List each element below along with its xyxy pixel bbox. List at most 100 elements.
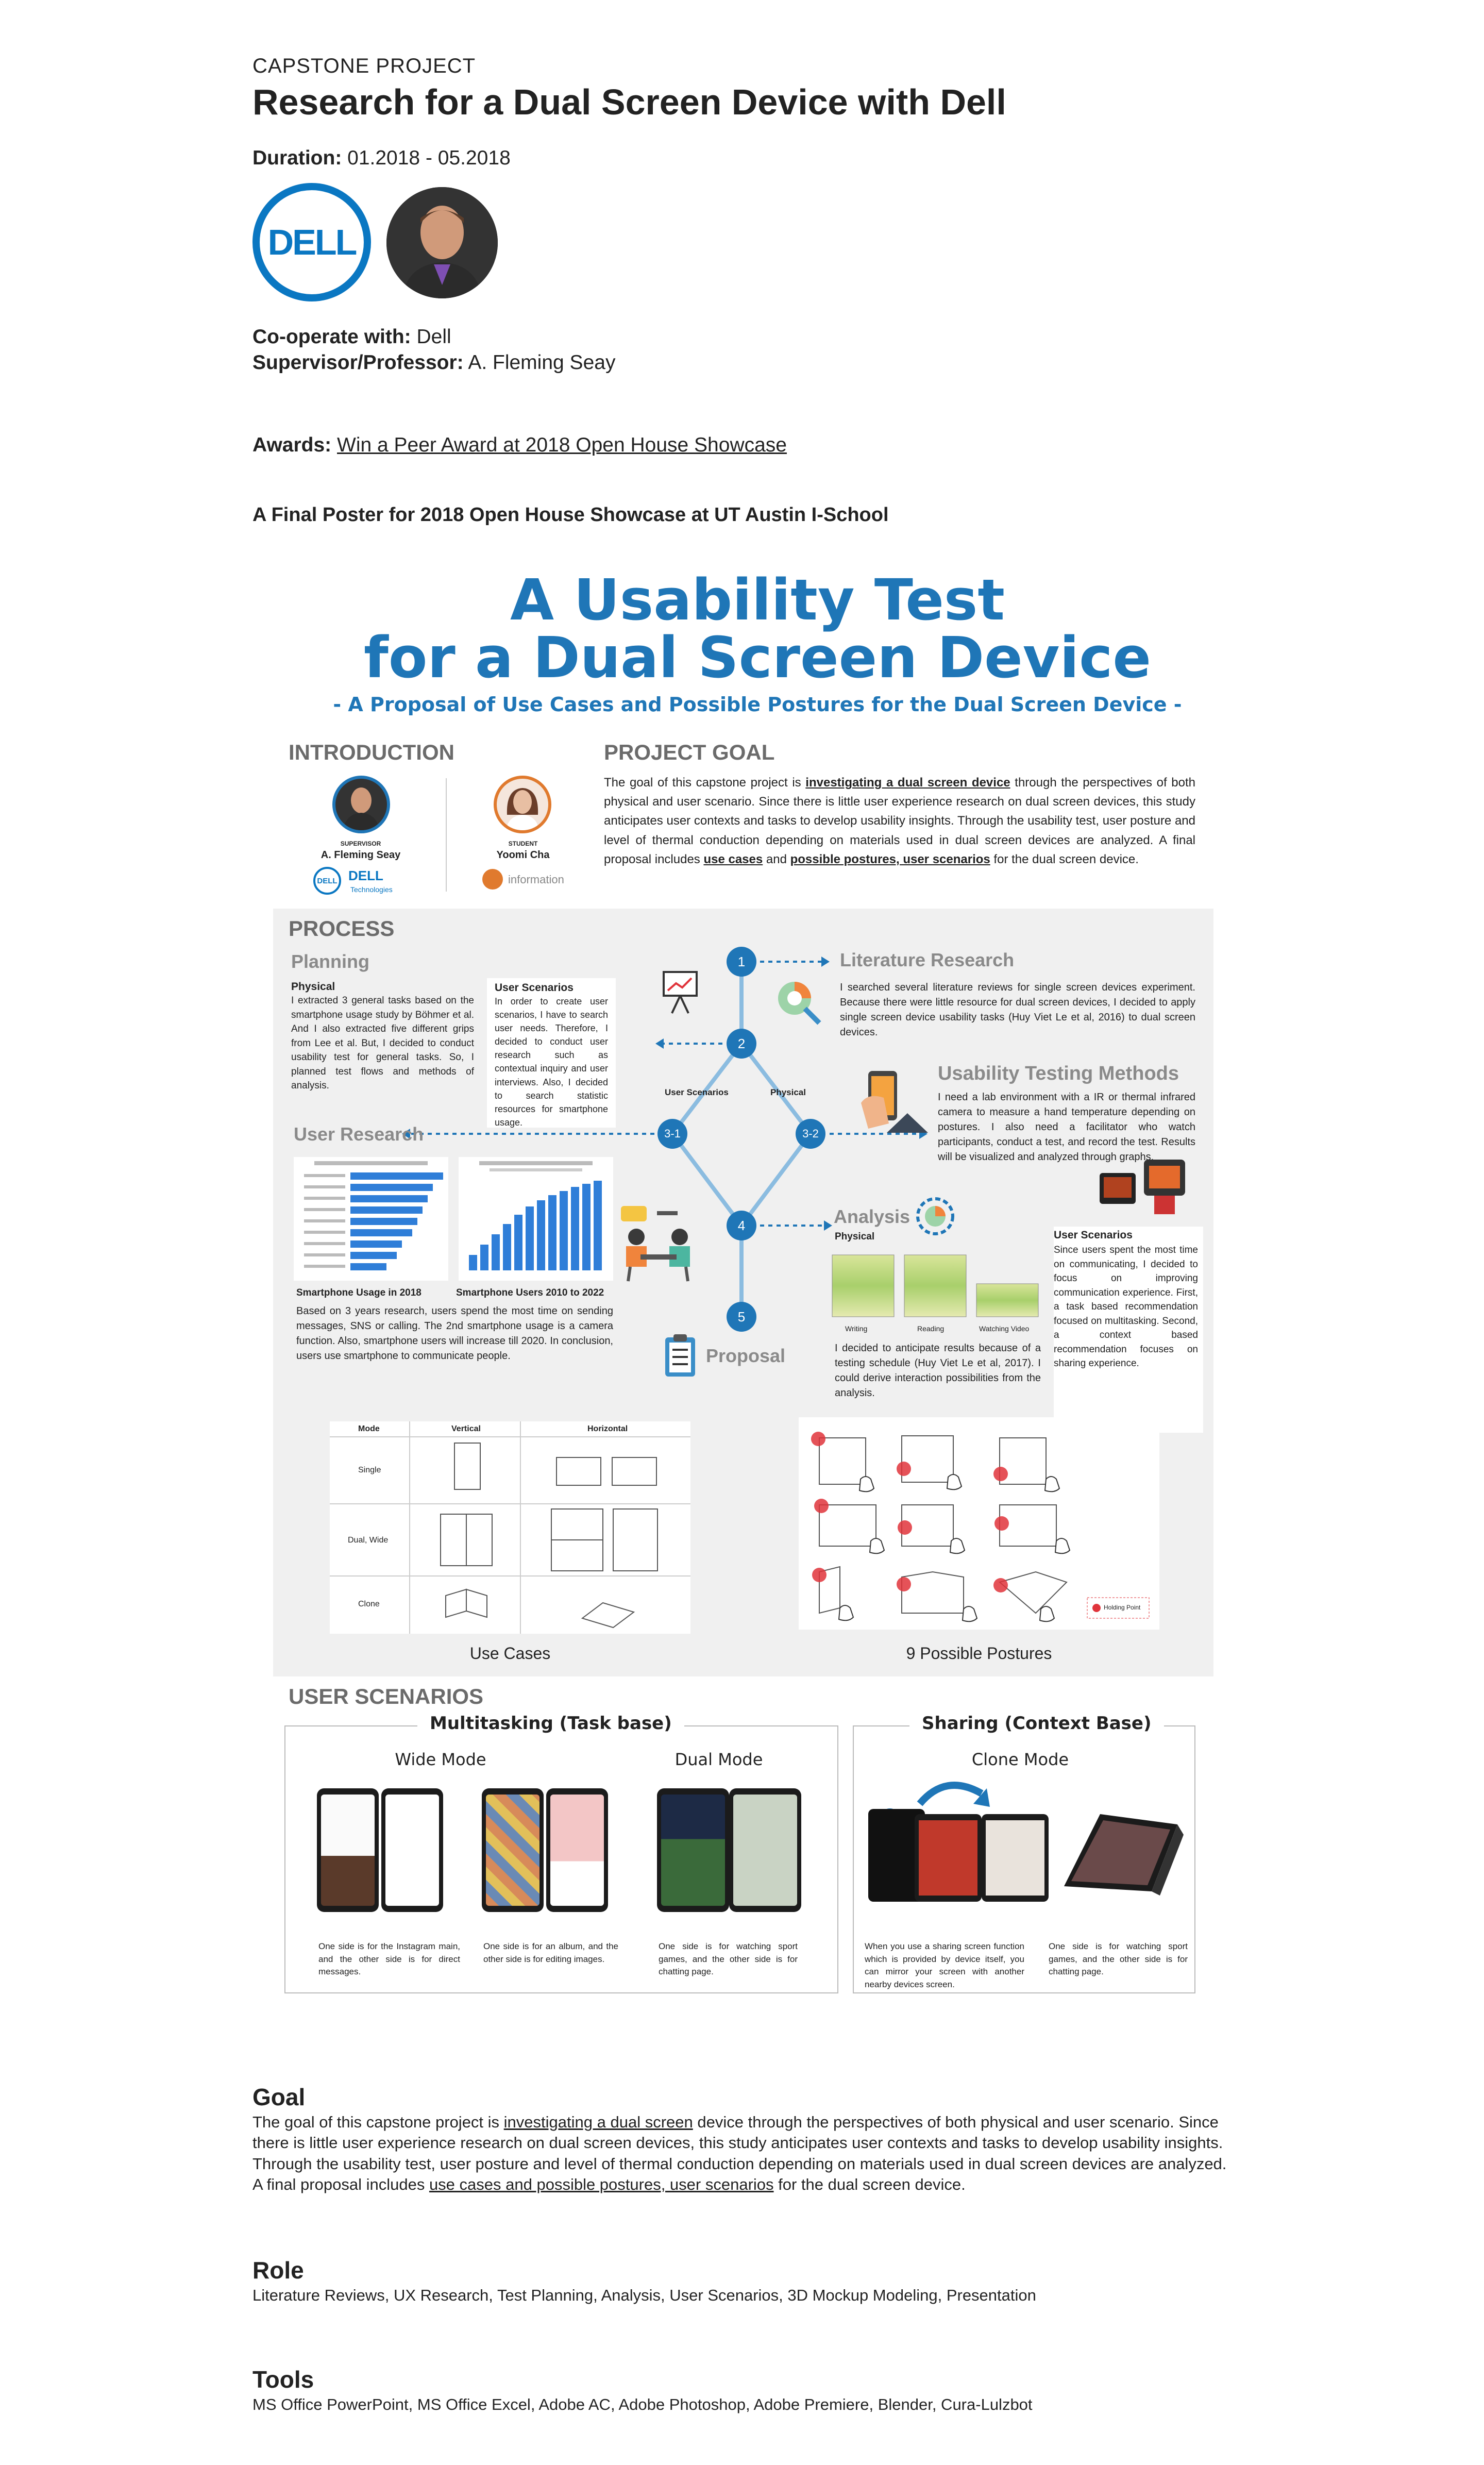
chart2-title: Smartphone Users 2010 to 2022 xyxy=(456,1287,604,1298)
tools-section-heading: Tools xyxy=(252,2366,314,2393)
role-section-text: Literature Reviews, UX Research, Test Pl… xyxy=(252,2286,1036,2304)
analysis-heading: Analysis xyxy=(834,1206,910,1227)
intro-dell-logo: DELL xyxy=(313,867,341,895)
multitasking-heading: Multitasking (Task base) xyxy=(417,1713,684,1734)
poster-title-2: for a Dual Screen Device xyxy=(364,625,1151,691)
flow-node-1: 1 xyxy=(727,947,756,977)
magnifier-chart-icon xyxy=(778,982,821,1025)
intro-supervisor-name: A. Fleming Seay xyxy=(321,849,401,861)
heat-label-reading: Reading xyxy=(917,1324,945,1333)
awards-link[interactable]: Win a Peer Award at 2018 Open House Show… xyxy=(337,434,787,456)
table-row-single: Single xyxy=(358,1466,381,1474)
heat-label-video: Watching Video xyxy=(979,1324,1030,1333)
planning-heading: Planning xyxy=(291,951,369,972)
awards: Awards: Win a Peer Award at 2018 Open Ho… xyxy=(252,434,787,456)
goal-section-heading: Goal xyxy=(252,2084,306,2110)
flow-node-5: 5 xyxy=(727,1302,756,1332)
goal-heading: PROJECT GOAL xyxy=(604,740,775,764)
phone-album-right xyxy=(546,1788,608,1912)
scenario-heading: User Scenarios xyxy=(495,982,574,994)
branch-physical: Physical xyxy=(770,1087,806,1097)
caption-album: One side is for an album, and the other … xyxy=(483,1941,618,1964)
goal-section-text: The goal of this capstone project is inv… xyxy=(252,2113,1227,2193)
use-cases-caption: Use Cases xyxy=(469,1644,551,1663)
intro-student-role: STUDENT xyxy=(508,840,538,847)
presentation-easel-icon xyxy=(663,971,698,1014)
supervisor-avatar xyxy=(386,187,498,298)
analysis-scenario-text: Since users spent the most time on commu… xyxy=(1054,1245,1198,1369)
intro-school: information xyxy=(508,873,564,886)
phone-chat-right xyxy=(729,1788,801,1912)
postures-grid: Holding Point xyxy=(799,1417,1159,1630)
scenarios-heading: USER SCENARIOS xyxy=(289,1684,484,1708)
utm-heading: Usability Testing Methods xyxy=(938,1063,1179,1084)
branch-user-scenarios: User Scenarios xyxy=(665,1087,729,1097)
phone-sport-left xyxy=(657,1788,729,1912)
literature-heading: Literature Research xyxy=(840,949,1015,970)
caption-sharing: When you use a sharing screen function w… xyxy=(865,1941,1024,1989)
analysis-scenario-heading: User Scenarios xyxy=(1054,1229,1133,1241)
intro-heading: INTRODUCTION xyxy=(289,740,454,764)
table-col-horizontal: Horizontal xyxy=(587,1424,628,1433)
clone-mode-label: Clone Mode xyxy=(971,1750,1069,1769)
analysis-physical-heading: Physical xyxy=(835,1231,875,1242)
sharing-heading: Sharing (Context Base) xyxy=(909,1713,1164,1734)
postures-caption: 9 Possible Postures xyxy=(906,1644,1052,1663)
physical-heading: Physical xyxy=(291,981,335,993)
school-seal-icon xyxy=(482,869,503,890)
chart1-title: Smartphone Usage in 2018 xyxy=(296,1287,421,1298)
sharing-phones-illustration xyxy=(868,1782,1049,1902)
use-cases-table: Mode Vertical Horizontal Single Dual, Wi… xyxy=(330,1421,690,1634)
intro-student-name: Yoomi Cha xyxy=(496,849,550,861)
postures-legend: Holding Point xyxy=(1104,1604,1141,1611)
goal-text: The goal of this capstone project is inv… xyxy=(604,776,1196,866)
heatmap-group xyxy=(827,1250,1049,1332)
role-section-heading: Role xyxy=(252,2257,304,2284)
clipboard-icon xyxy=(665,1334,695,1377)
physical-text: I extracted 3 general tasks based on the… xyxy=(291,995,474,1092)
chart-usage-2018 xyxy=(294,1157,448,1281)
caption-sport: One side is for watching sport games, an… xyxy=(659,1941,798,1977)
poster-title-1: A Usability Test xyxy=(510,567,1005,633)
meeting-people-icon xyxy=(621,1206,690,1282)
table-col-vertical: Vertical xyxy=(451,1424,481,1433)
flow-node-2: 2 xyxy=(727,1029,756,1059)
chart-users-2010-2022 xyxy=(459,1157,613,1281)
poster-subtitle: - A Proposal of Use Cases and Possible P… xyxy=(333,693,1182,716)
dual-mode-label: Dual Mode xyxy=(674,1750,763,1769)
flow-node-4: 4 xyxy=(727,1211,756,1240)
dell-logo: DELL xyxy=(252,183,371,301)
heat-label-writing: Writing xyxy=(845,1324,868,1333)
phone-album-left xyxy=(482,1788,544,1912)
intro-divider xyxy=(446,778,447,892)
cooperate: Co-operate with: Dell xyxy=(252,326,451,348)
scenario-card xyxy=(487,978,616,1128)
process-heading: PROCESS xyxy=(289,916,395,941)
user-research-text: Based on 3 years research, users spend t… xyxy=(296,1305,613,1362)
analysis-text: I decided to anticipate results because … xyxy=(835,1343,1041,1399)
proposal-heading: Proposal xyxy=(706,1345,786,1366)
duration: Duration: 01.2018 - 05.2018 xyxy=(252,147,511,169)
poster-heading: A Final Poster for 2018 Open House Showc… xyxy=(252,504,889,526)
scenario-text: In order to create user scenarios, I hav… xyxy=(495,996,608,1128)
page-kicker: CAPSTONE PROJECT xyxy=(252,55,476,77)
utm-text: I need a lab environment with a IR or th… xyxy=(938,1092,1195,1163)
user-research-heading: User Research xyxy=(294,1123,424,1145)
intro-student-photo xyxy=(494,776,551,833)
tent-device-illustration xyxy=(1064,1814,1184,1896)
wide-mode-label: Wide Mode xyxy=(395,1750,486,1769)
intro-dell-tech: Technologies xyxy=(350,885,393,894)
caption-tent: One side is for watching sport games, an… xyxy=(1049,1941,1188,1977)
page-title: Research for a Dual Screen Device with D… xyxy=(252,82,1006,122)
flow-node-3-1: 3-1 xyxy=(657,1119,687,1149)
phone-instagram-left xyxy=(317,1788,379,1912)
table-row-clone: Clone xyxy=(358,1600,380,1608)
thermal-camera-icon xyxy=(1100,1160,1185,1214)
table-row-dual: Dual, Wide xyxy=(348,1536,389,1545)
analysis-gear-chart-icon xyxy=(916,1197,954,1235)
intro-supervisor-role: SUPERVISOR xyxy=(340,840,381,847)
literature-text: I searched several literature reviews fo… xyxy=(840,982,1195,1038)
analysis-scenario-card xyxy=(1054,1227,1203,1433)
tools-section-text: MS Office PowerPoint, MS Office Excel, A… xyxy=(252,2395,1033,2413)
flow-node-3-2: 3-2 xyxy=(796,1119,825,1149)
